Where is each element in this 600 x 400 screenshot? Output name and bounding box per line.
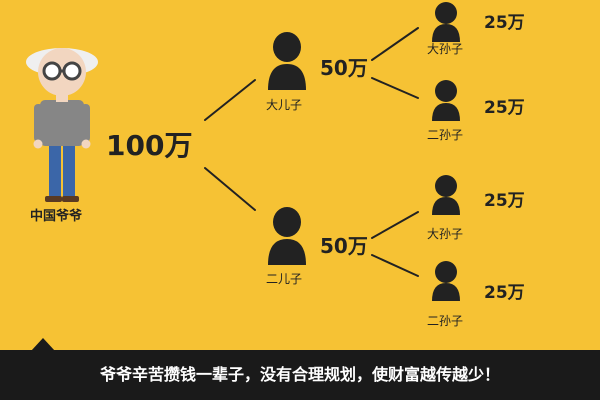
son1-person-icon <box>268 32 306 90</box>
connector-son1-grandson1 <box>371 27 419 61</box>
son2-amount: 50万 <box>320 234 368 258</box>
grandson2b-person-icon <box>432 261 460 301</box>
connector-son2-grandson1 <box>371 211 419 239</box>
grandson2a-name: 大孙子 <box>427 227 464 241</box>
grandpa-figure-icon <box>26 48 98 202</box>
grandson2a-amount: 25万 <box>484 191 525 211</box>
grandson1a-person-icon <box>432 2 460 42</box>
son1-name: 大儿子 <box>266 98 303 112</box>
footer-caption: 爷爷辛苦攒钱一辈子，没有合理规划，使财富越传越少！ <box>99 365 500 384</box>
grandson2b-name: 二孙子 <box>427 314 464 328</box>
connector-son2-grandson2 <box>371 254 419 277</box>
grandpa-amount: 100万 <box>106 129 193 162</box>
grandson1a-name: 大孙子 <box>427 42 464 56</box>
footer-bar <box>0 350 600 400</box>
grandpa-name: 中国爷爷 <box>30 209 83 224</box>
connector-grandpa-son1 <box>204 79 256 121</box>
grandson2b-amount: 25万 <box>484 283 525 303</box>
footer-pointer <box>31 338 55 351</box>
son2-person-icon <box>268 207 306 265</box>
son2-name: 二儿子 <box>266 272 303 286</box>
connector-son1-grandson2 <box>371 77 419 99</box>
son1-amount: 50万 <box>320 56 368 80</box>
grandson1b-person-icon <box>432 80 460 121</box>
grandson2a-person-icon <box>432 175 460 215</box>
grandson1a-amount: 25万 <box>484 13 525 33</box>
grandson1b-amount: 25万 <box>484 98 525 118</box>
grandson1b-name: 二孙子 <box>427 128 464 142</box>
connector-grandpa-son2 <box>204 167 256 211</box>
